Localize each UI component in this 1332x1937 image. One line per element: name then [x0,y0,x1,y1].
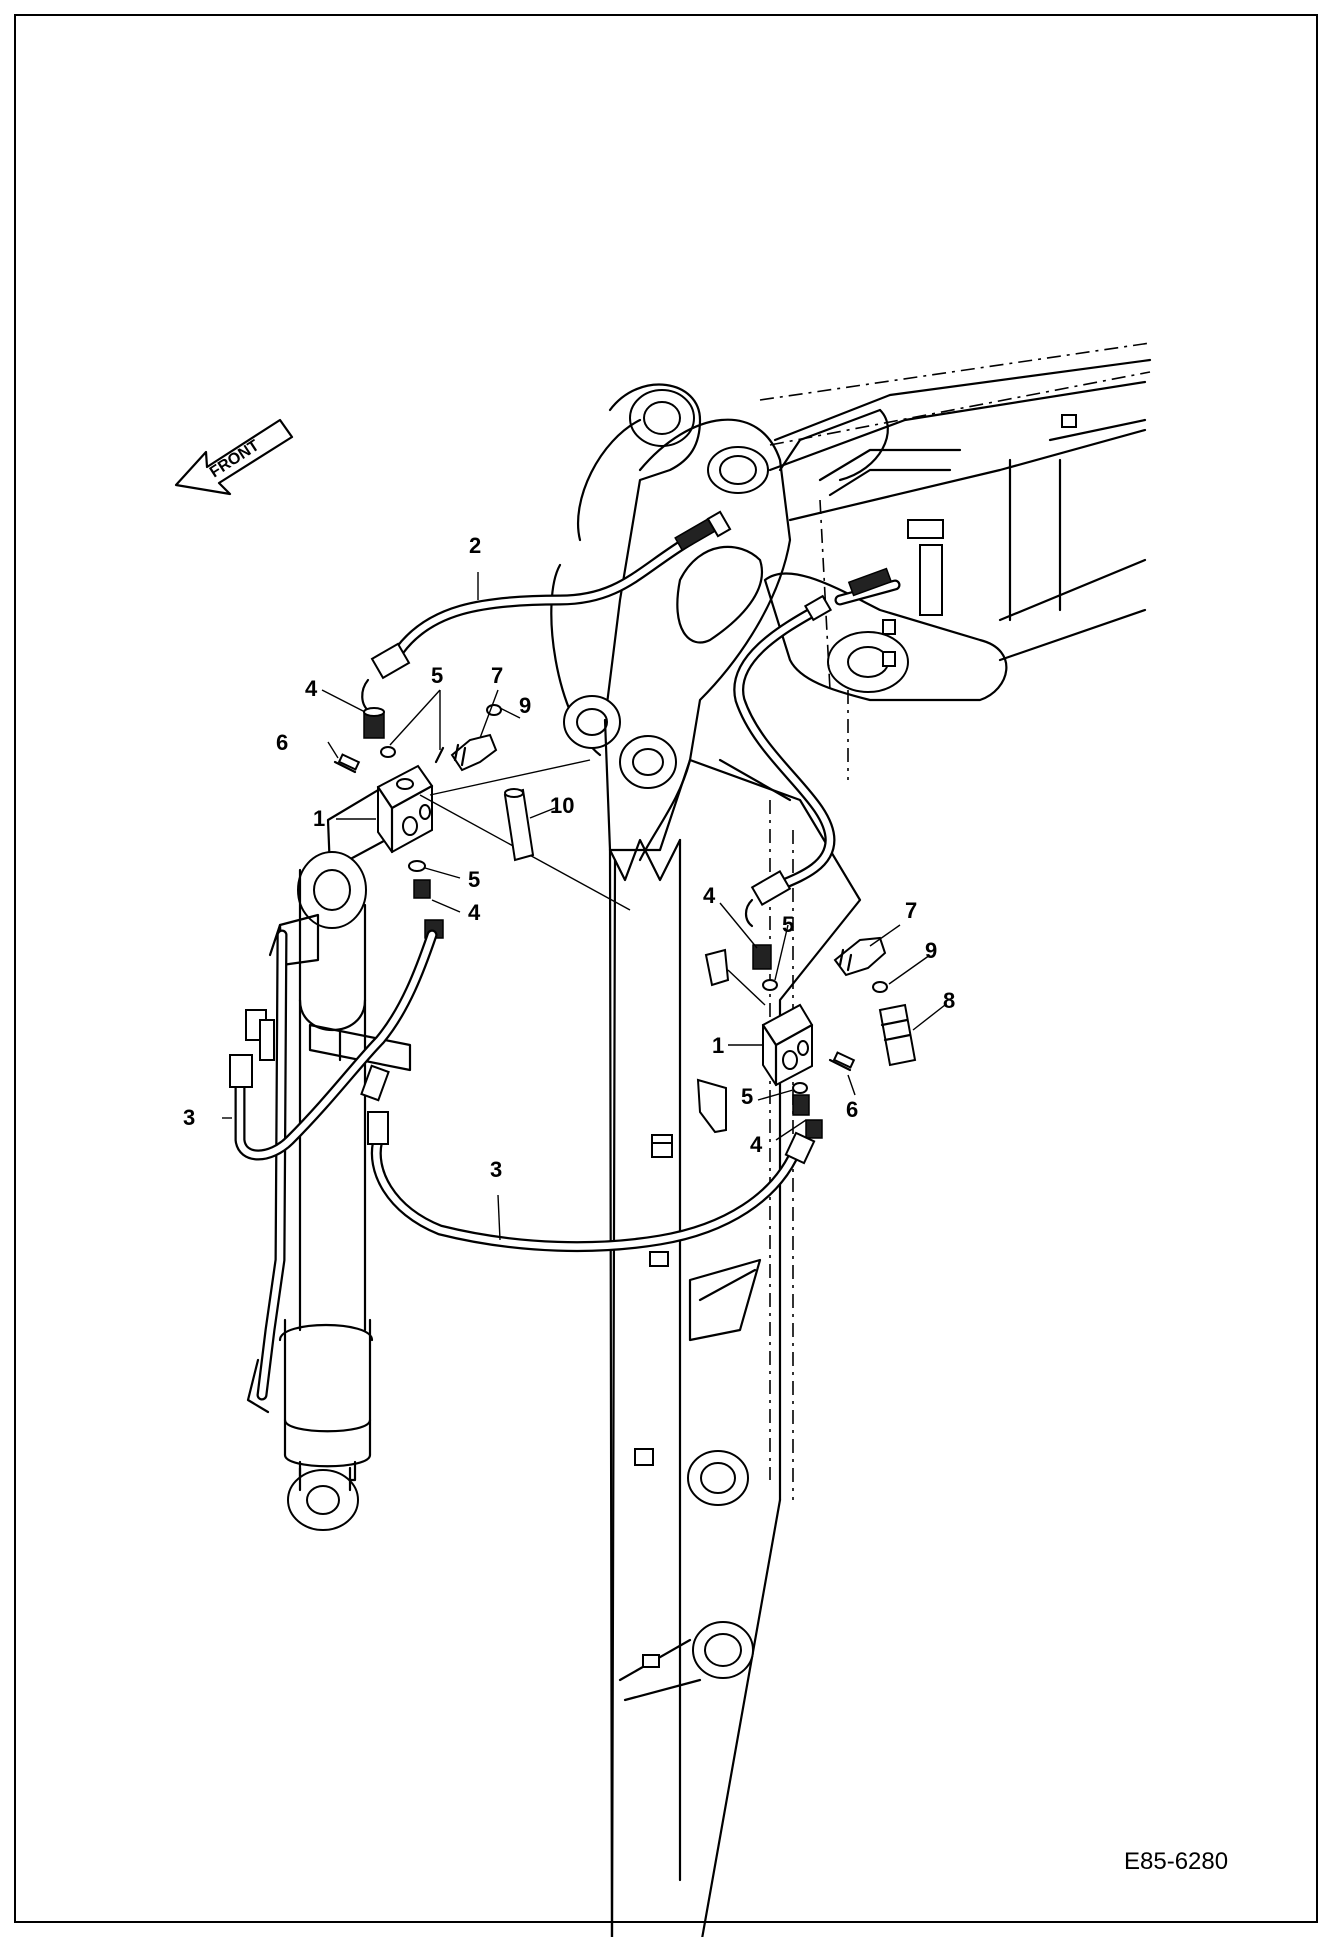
adapter-10 [503,788,535,862]
hose-3-short [229,929,438,1161]
manifold-block-upper [376,759,631,911]
bolt-6-lower [828,1051,856,1072]
callout-8: 8 [943,988,955,1013]
hose-3-long [367,1111,816,1253]
callout-5: 5 [431,663,443,688]
front-label: FRONT [207,437,263,481]
boom-cylinder [245,778,412,1531]
oring-5-lower [762,979,778,991]
bolt-6-upper [333,753,361,774]
callout-5: 5 [741,1084,753,1109]
fitting-4-lower [792,1082,823,1139]
callout-5: 5 [468,867,480,892]
oring-9-upper [486,704,502,716]
front-arrow-icon: FRONT [174,418,294,496]
callout-4: 4 [703,883,716,908]
boom [759,342,1152,780]
callout-2: 2 [469,533,481,558]
callout-6: 6 [846,1097,858,1122]
drawing-frame [14,14,1318,1923]
callout-9: 9 [925,938,937,963]
callout-10: 10 [550,793,574,818]
callout-1: 1 [313,806,325,831]
callout-3: 3 [490,1157,502,1182]
leader-lines [222,572,946,1241]
callout-4: 4 [305,676,318,701]
callout-9: 9 [519,693,531,718]
elbow-7-upper [450,733,498,772]
mounting-plates [696,1078,727,1134]
fitting-4-upper-lower [408,860,444,939]
callout-numbers: 2 4 5 7 9 6 1 10 5 4 4 5 7 9 8 1 5 6 4 3… [183,533,955,1182]
hose-2 [361,510,732,714]
callout-7: 7 [491,663,503,688]
callout-7: 7 [905,898,917,923]
callout-4: 4 [468,900,481,925]
callout-5: 5 [782,912,794,937]
arm [550,383,862,1937]
coupler-8 [878,1003,917,1067]
callout-6: 6 [276,730,288,755]
manifold-block-lower [704,948,814,1087]
fitting-4-lower-upper [752,944,772,970]
callout-4: 4 [750,1132,763,1157]
oring-5-upper [380,746,445,764]
callout-1: 1 [712,1033,724,1058]
oring-9-lower [872,981,888,993]
elbow-7-lower [833,936,887,977]
hose-right [733,567,901,928]
callout-3: 3 [183,1105,195,1130]
fitting-4-upper [363,707,385,739]
drawing-code: E85-6280 [1124,1848,1228,1875]
